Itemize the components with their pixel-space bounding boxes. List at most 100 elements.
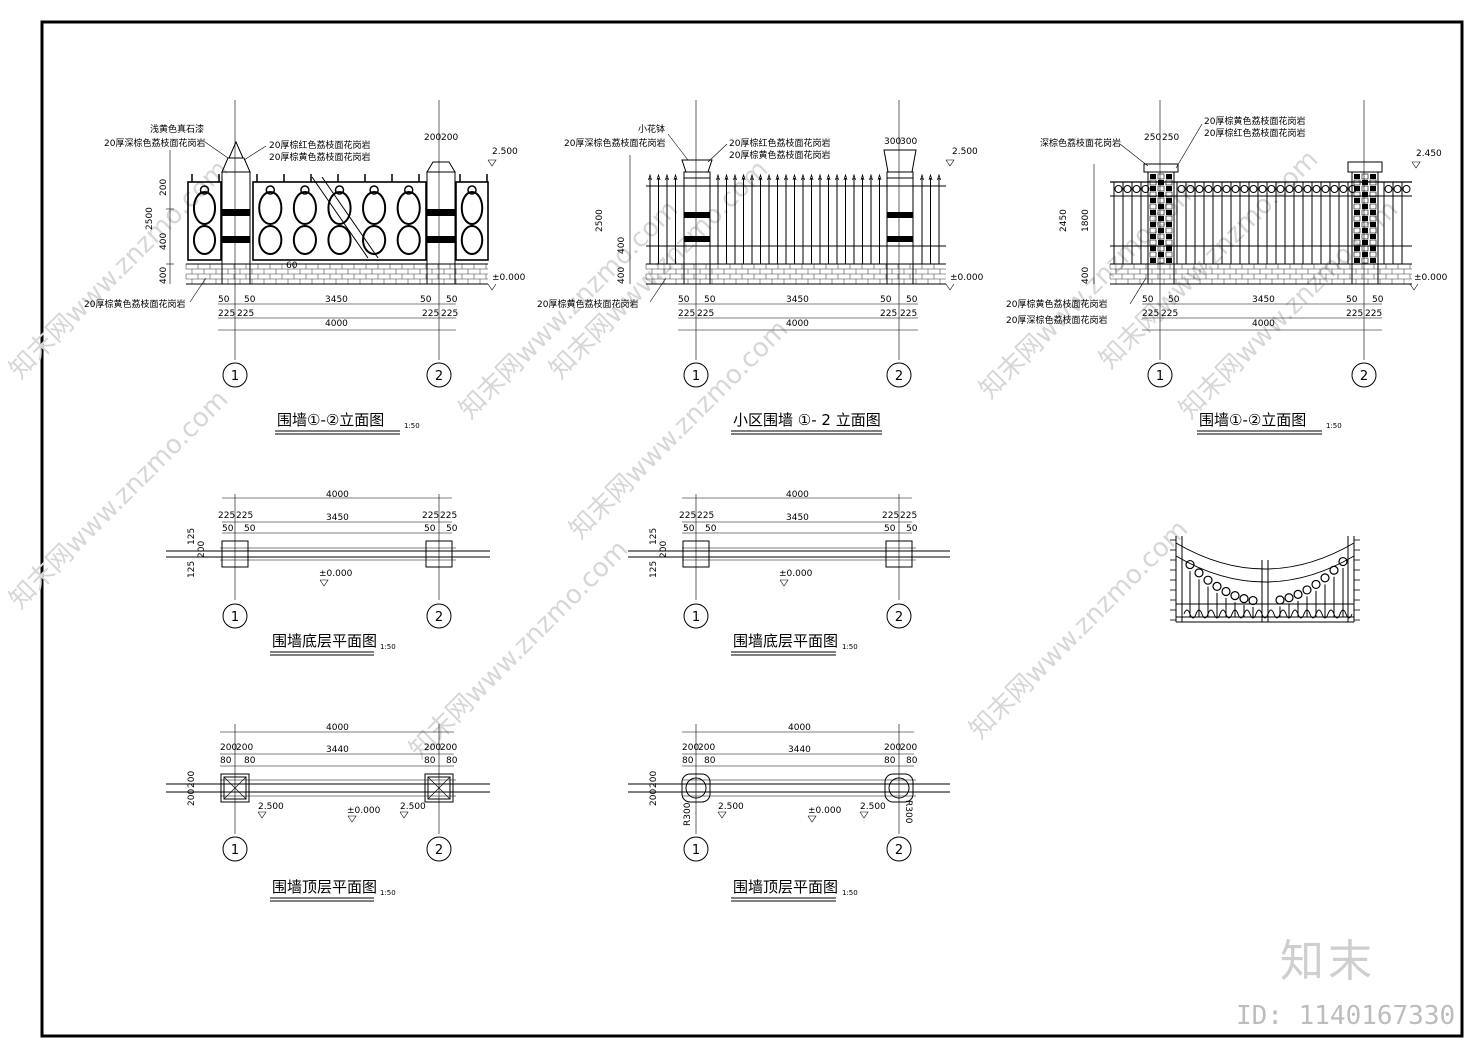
- e1-note-5: 20厚棕黄色荔枝面花岗岩: [84, 298, 185, 310]
- pier-block: [1369, 191, 1377, 198]
- pier-block: [1354, 246, 1360, 251]
- scroll: [327, 225, 352, 255]
- e1-title: 围墙①-②立面图: [277, 411, 384, 429]
- pier-block: [1370, 174, 1376, 179]
- axis-label: 1: [231, 610, 239, 625]
- fence-ring: [1141, 185, 1150, 193]
- pier-block: [1370, 258, 1376, 263]
- e2-pier-l1: 225: [678, 309, 695, 319]
- axis-label: 2: [435, 610, 443, 625]
- pier-block: [1150, 234, 1156, 239]
- p2-pier-r1: 225: [882, 511, 899, 521]
- e1-base-dim: 400: [159, 267, 169, 284]
- e1-fence-dim: 3450: [325, 295, 348, 305]
- p4-radius-l: R300: [683, 802, 693, 826]
- axis-label: 1: [1156, 369, 1164, 384]
- plan-ground-1: 4000 225 225 225 225 3450 50 50 50 50 12…: [166, 490, 490, 656]
- ornament-frame: [187, 181, 222, 261]
- pier-block: [1354, 222, 1360, 227]
- p2-elev: ±0.000: [779, 569, 813, 579]
- p3-side-dim1: 200: [187, 771, 197, 788]
- e3-edge-r2: 50: [1372, 295, 1384, 305]
- scroll: [192, 225, 217, 255]
- pier-block: [1149, 239, 1157, 246]
- e1-dim-bar: 60: [286, 261, 298, 271]
- ornament-frame: [455, 181, 489, 261]
- image-id: ID: 1140167330: [1236, 1001, 1455, 1031]
- scroll: [362, 225, 387, 255]
- fence-ring: [1132, 185, 1141, 193]
- gate-ring: [1284, 593, 1294, 603]
- e1-pier-r1: 225: [422, 309, 439, 319]
- gate-ring: [1338, 556, 1348, 567]
- e2-pier-r1: 225: [880, 309, 897, 319]
- p1-side-dim2: 125: [187, 561, 197, 578]
- pier-block: [1354, 198, 1360, 203]
- e2-edge-r2: 50: [906, 295, 918, 305]
- fence-ring: [1393, 185, 1402, 193]
- axis-bubble: [426, 362, 452, 388]
- pier-block: [1354, 174, 1360, 179]
- axis-bubble: [886, 362, 912, 388]
- gate-ring: [1302, 585, 1312, 595]
- p3-side-dim2: 200: [187, 789, 197, 806]
- p3-edge-r1: 80: [424, 756, 436, 766]
- pier-block: [1165, 251, 1173, 258]
- p1-scale: 1:50: [380, 643, 396, 651]
- p2-edge-r1: 50: [884, 524, 896, 534]
- scroll: [258, 191, 283, 225]
- p3-title: 围墙顶层平面图: [272, 878, 377, 896]
- e2-elev-top: 2.500: [952, 147, 978, 157]
- bar-tip: [750, 173, 754, 181]
- elevation-1: 60 2.500 ±0.000 2500 400 400 200 50 50 5…: [84, 100, 526, 435]
- p4-elev-top-l: 2.500: [718, 802, 744, 812]
- pier-block: [1362, 204, 1368, 209]
- p3-edge-l2: 80: [244, 756, 256, 766]
- p2-side-dim1: 125: [649, 528, 659, 545]
- e2-title: 小区围墙 ①- 2 立面图: [733, 411, 881, 429]
- p4-pier-l1: 200: [682, 743, 699, 753]
- e3-mid-dim: 1800: [1081, 209, 1091, 232]
- fence-ring: [1402, 185, 1411, 193]
- pier-block: [1361, 221, 1369, 228]
- pier-block: [1362, 192, 1368, 197]
- pier-block: [1150, 210, 1156, 215]
- e3-note-2: 20厚棕红色荔枝面花岗岩: [1204, 127, 1305, 139]
- axis-bubble: [683, 603, 709, 629]
- bar-tip: [648, 173, 652, 181]
- bar-tip: [716, 173, 720, 181]
- pier-block: [1166, 222, 1172, 227]
- e1-note-4: 20厚棕黄色荔枝面花岗岩: [269, 151, 370, 163]
- e2-note-1: 小花钵: [638, 123, 665, 135]
- e1-edge-r2: 50: [446, 295, 458, 305]
- pier-block: [1166, 258, 1172, 263]
- gate-ring: [1320, 573, 1330, 583]
- fence-ring: [1285, 185, 1294, 193]
- pier-block: [1166, 210, 1172, 215]
- pier-block: [1353, 227, 1361, 234]
- fence-ring: [1303, 185, 1312, 193]
- e1-total-dim: 4000: [325, 319, 348, 329]
- pier-block: [1158, 252, 1164, 257]
- e3-title: 围墙①-②立面图: [1199, 411, 1306, 429]
- scroll: [327, 191, 352, 225]
- fence-ring: [1330, 185, 1339, 193]
- brand-logo: 知末: [1280, 936, 1376, 987]
- e2-note-3: 20厚棕红色荔枝面花岗岩: [729, 137, 830, 149]
- bar-tip: [818, 173, 822, 181]
- pier-block: [1158, 216, 1164, 221]
- p3-edge-r2: 80: [446, 756, 458, 766]
- p1-total-dim: 4000: [326, 490, 349, 500]
- p2-side-dim2: 125: [649, 561, 659, 578]
- p1-pier-l1: 225: [218, 511, 235, 521]
- gate-detail: [1170, 536, 1360, 623]
- gate-ring: [1230, 590, 1240, 601]
- e3-elev-zero: ±0.000: [1414, 273, 1448, 283]
- gate-scroll: [1195, 609, 1209, 619]
- gate-scroll: [1243, 609, 1257, 619]
- gate-ring: [1239, 594, 1249, 604]
- plan-top-1: 4000 200 200 200 200 3440 80 80 80 80 20…: [166, 723, 490, 902]
- e2-pier-r2: 225: [900, 309, 917, 319]
- gate-scroll: [1315, 609, 1329, 619]
